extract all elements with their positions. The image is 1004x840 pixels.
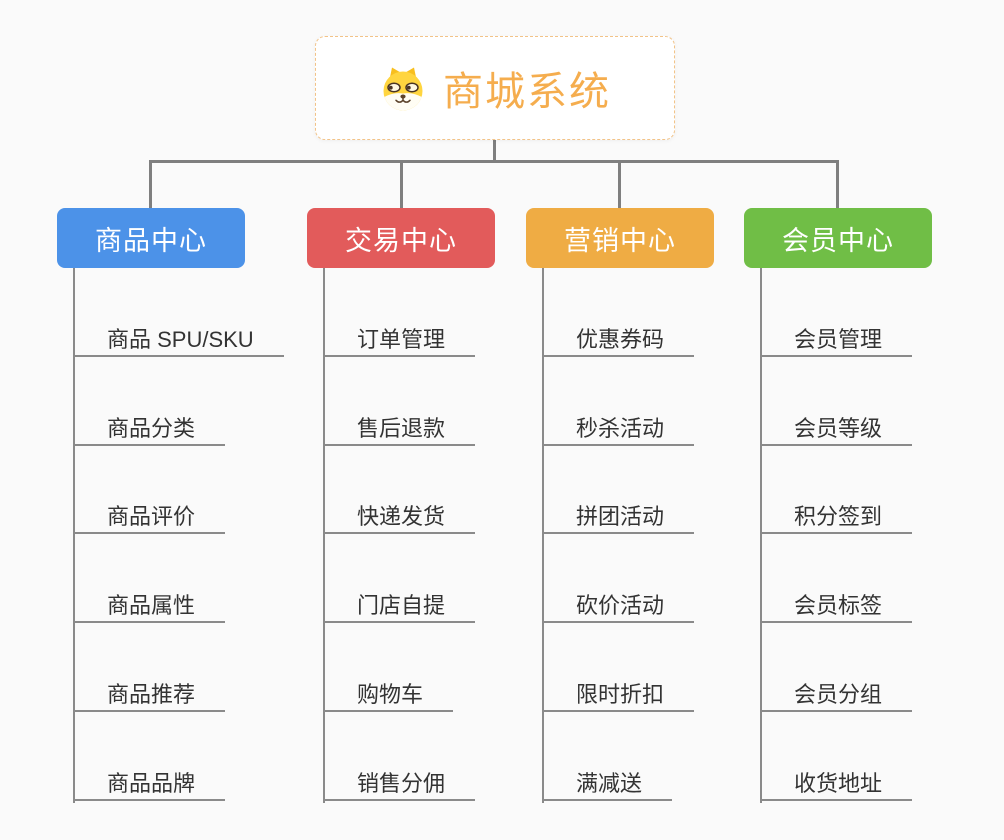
connector-branch-drop [149,160,152,208]
leaf-item[interactable]: 销售分佣 [323,769,476,801]
leaf-item[interactable]: 商品分类 [73,414,226,446]
leaf-item[interactable]: 商品 SPU/SKU [73,325,284,357]
leaf-item[interactable]: 商品推荐 [73,680,226,712]
connector-horizontal [150,160,838,163]
branch-trunk-line [542,268,544,803]
branch-trunk-line [73,268,75,803]
leaf-item[interactable]: 会员分组 [760,680,913,712]
leaf-item[interactable]: 商品评价 [73,502,226,534]
leaf-item[interactable]: 订单管理 [323,325,476,357]
leaf-item[interactable]: 满减送 [542,769,673,801]
branch-node-product-center[interactable]: 商品中心 [57,208,245,268]
leaf-item[interactable]: 秒杀活动 [542,414,695,446]
branch-node-member-center[interactable]: 会员中心 [744,208,932,268]
leaf-item[interactable]: 会员管理 [760,325,913,357]
leaf-item[interactable]: 砍价活动 [542,591,695,623]
leaf-item[interactable]: 售后退款 [323,414,476,446]
leaf-item[interactable]: 商品品牌 [73,769,226,801]
leaf-item[interactable]: 购物车 [323,680,454,712]
branch-node-marketing-center[interactable]: 营销中心 [526,208,714,268]
connector-branch-drop [400,160,403,208]
leaf-item[interactable]: 会员等级 [760,414,913,446]
connector-branch-drop [618,160,621,208]
root-node[interactable]: 商城系统 [315,36,675,140]
branch-node-transaction-center[interactable]: 交易中心 [307,208,495,268]
branch-trunk-line [760,268,762,803]
leaf-item[interactable]: 限时折扣 [542,680,695,712]
leaf-item[interactable]: 优惠券码 [542,325,695,357]
leaf-item[interactable]: 积分签到 [760,502,913,534]
connector-branch-drop [836,160,839,208]
branch-trunk-line [323,268,325,803]
leaf-item[interactable]: 拼团活动 [542,502,695,534]
leaf-item[interactable]: 会员标签 [760,591,913,623]
leaf-item[interactable]: 快递发货 [323,502,476,534]
leaf-item[interactable]: 收货地址 [760,769,913,801]
root-title: 商城系统 [443,70,611,114]
leaf-item[interactable]: 门店自提 [323,591,476,623]
dog-face-icon [383,67,423,111]
connector-root-drop [493,140,496,162]
leaf-item[interactable]: 商品属性 [73,591,226,623]
